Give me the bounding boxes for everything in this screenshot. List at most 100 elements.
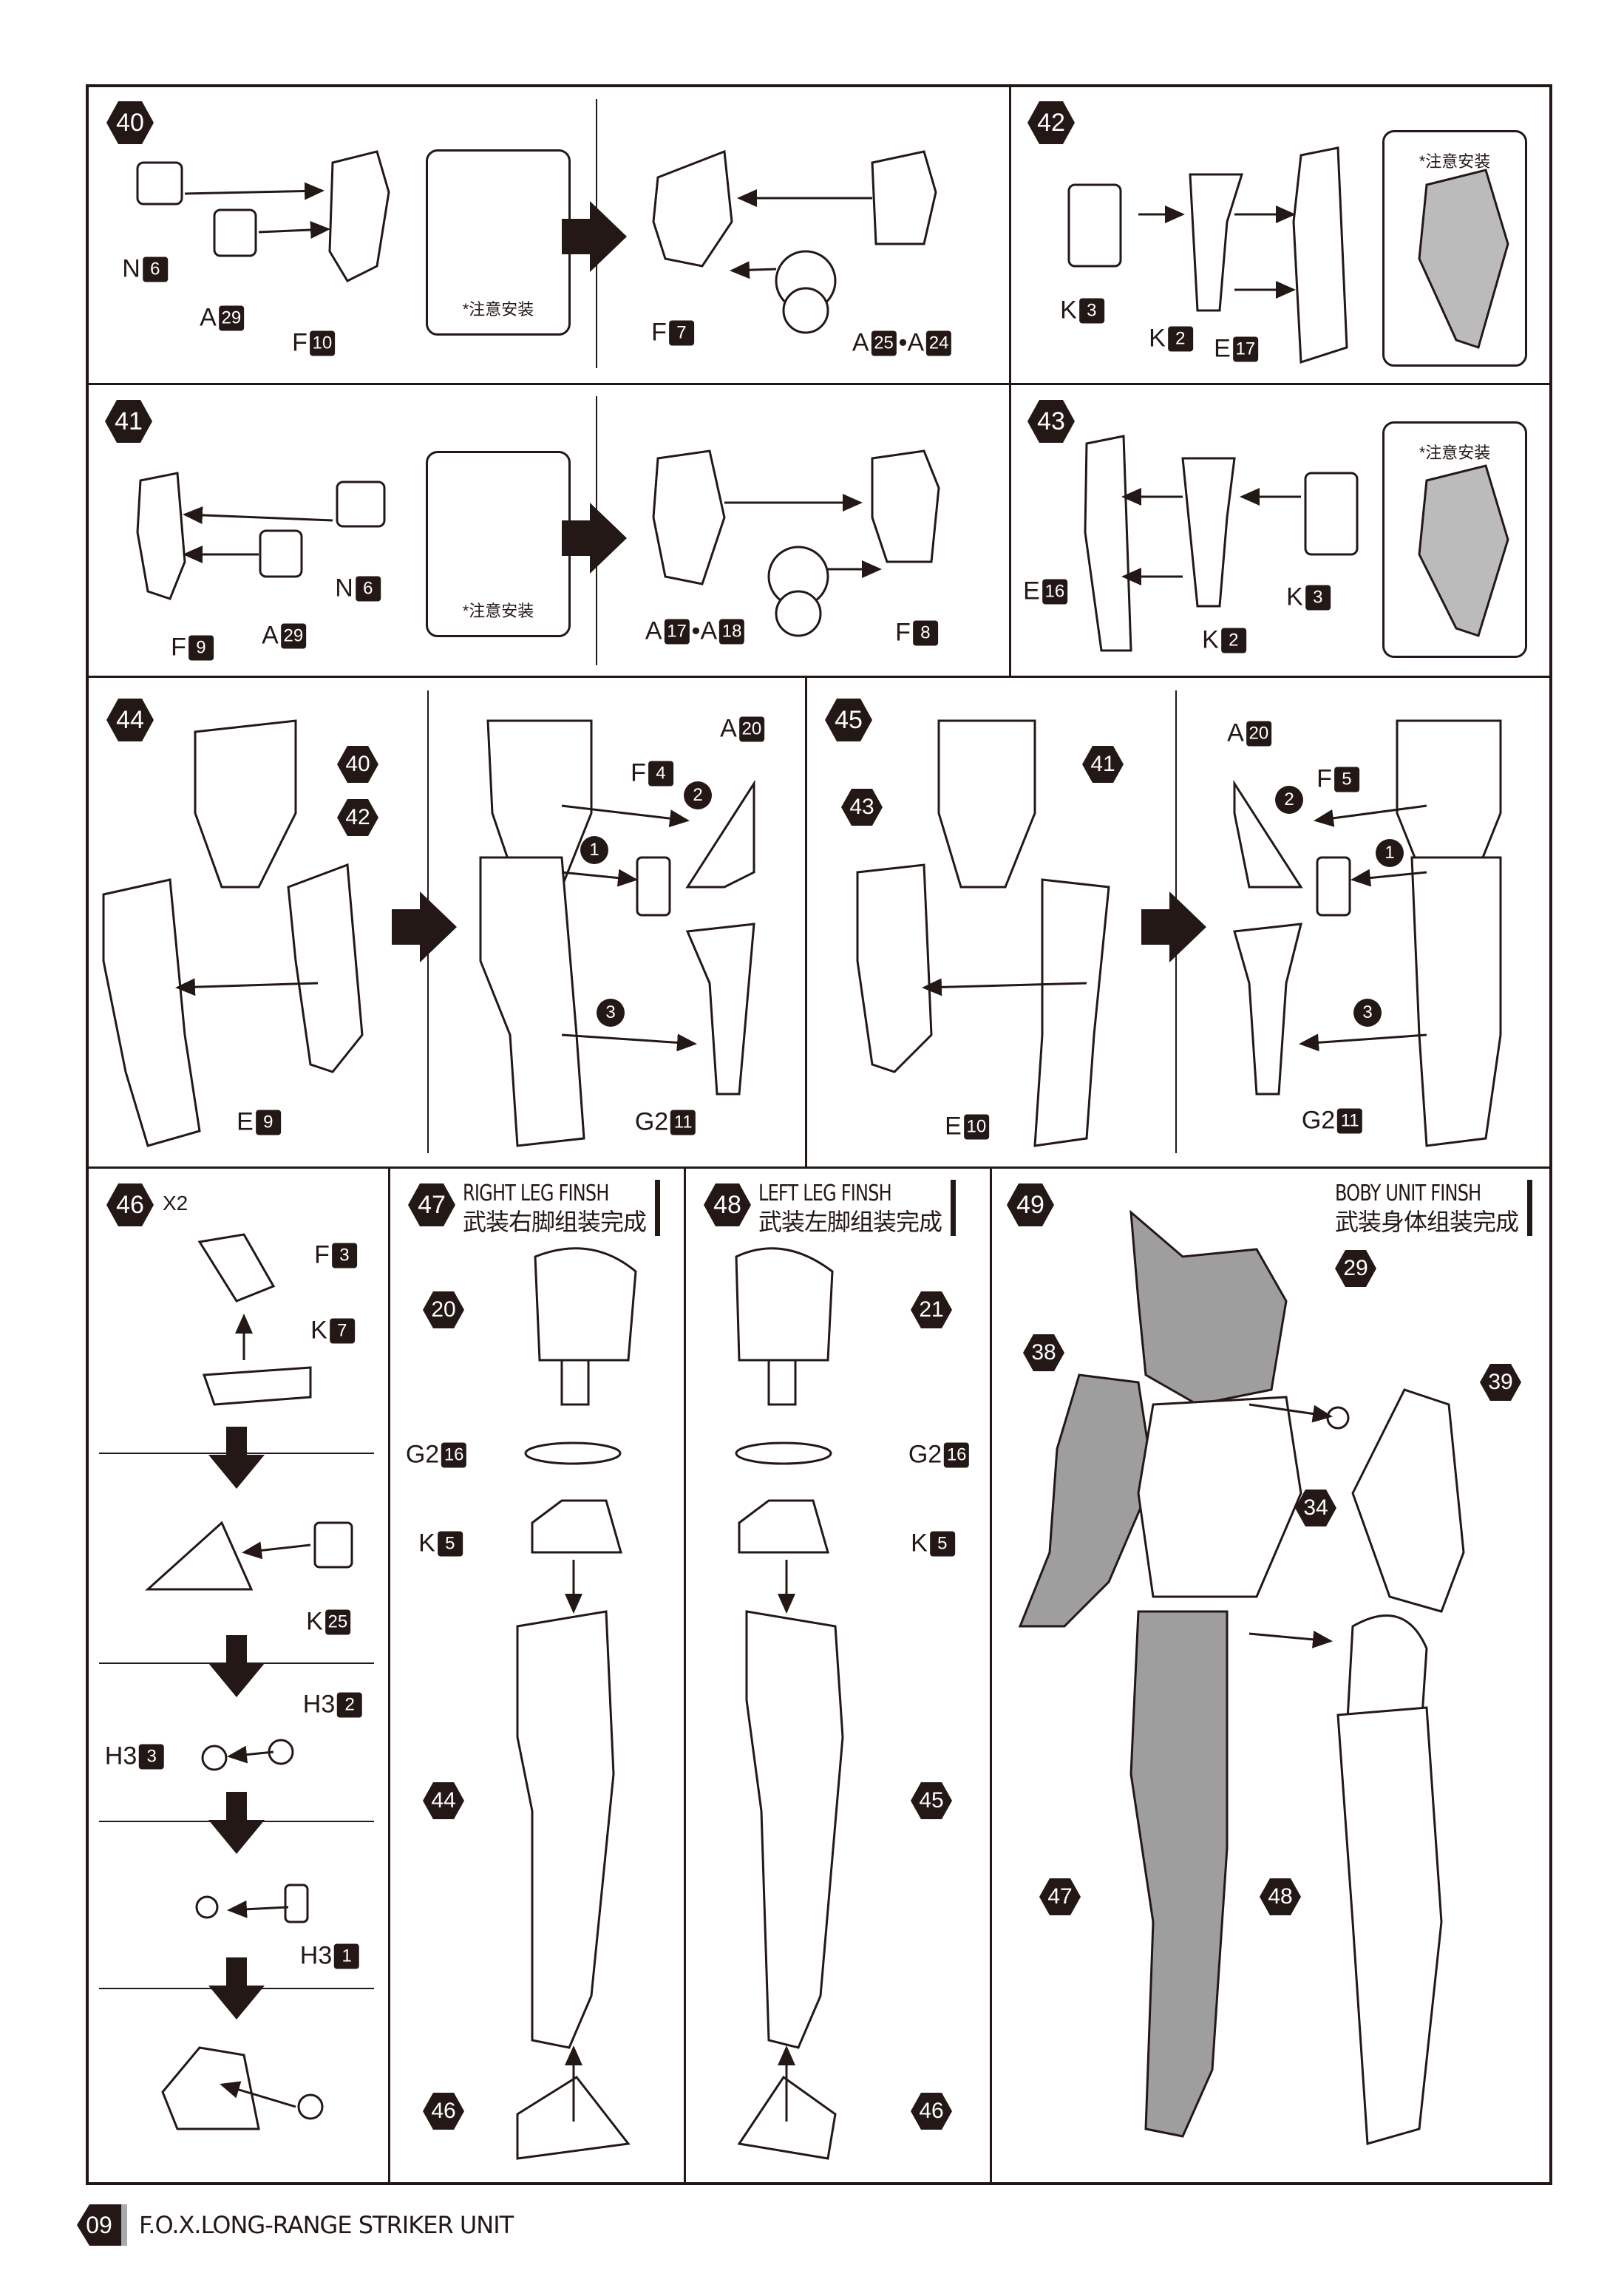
page-number: 09 xyxy=(77,2204,127,2246)
runner-letter: F xyxy=(314,1240,330,1269)
step-title: BOBY UNIT FINSH 武装身体组装完成 xyxy=(1335,1180,1533,1236)
divider xyxy=(388,1168,390,2185)
part-number: 16 xyxy=(944,1442,970,1467)
runner-letter: E xyxy=(1023,577,1040,605)
part-number: 6 xyxy=(142,257,168,282)
order-circle: 3 xyxy=(1353,999,1382,1027)
runner-letter: A xyxy=(852,328,869,357)
part-number: 1 xyxy=(334,1943,360,1969)
part-number: 9 xyxy=(188,635,214,660)
runner-letter: K xyxy=(1149,324,1166,353)
ref-step-badge: 21 xyxy=(911,1291,952,1328)
divider xyxy=(86,1166,1552,1169)
runner-letter: A xyxy=(200,303,217,332)
part-number: 8 xyxy=(912,620,938,645)
part-number: 6 xyxy=(355,576,381,601)
part-number: 18 xyxy=(719,619,745,644)
divider xyxy=(990,1168,992,2185)
part-number: 16 xyxy=(441,1442,467,1467)
runner-letter: G2 xyxy=(405,1440,440,1469)
runner-letter: F xyxy=(651,318,667,347)
order-circle: 3 xyxy=(597,999,625,1027)
part-number: 25 xyxy=(871,330,897,356)
divider xyxy=(86,383,1552,385)
runner-letter: A xyxy=(262,621,279,650)
part-number: 2 xyxy=(337,1692,363,1717)
part-number: 20 xyxy=(1246,721,1271,746)
part-number: 11 xyxy=(1337,1108,1363,1133)
order-circle: 2 xyxy=(684,781,712,809)
divider xyxy=(86,676,1552,678)
part-number: 4 xyxy=(648,761,673,786)
order-circle: 1 xyxy=(580,836,608,864)
runner-letter: K xyxy=(310,1316,327,1345)
runner-letter: •A xyxy=(898,328,925,357)
part-number: 7 xyxy=(668,320,694,345)
step46-separators xyxy=(99,1453,374,1989)
runner-letter: F xyxy=(1316,764,1332,793)
part-number: 17 xyxy=(1232,336,1258,361)
runner-letter: K xyxy=(418,1529,435,1558)
divider xyxy=(805,676,807,1168)
runner-letter: A xyxy=(645,617,662,645)
part-number: 20 xyxy=(738,716,764,741)
ref-step-badge: 38 xyxy=(1023,1334,1064,1371)
part-number: 3 xyxy=(1305,585,1331,610)
runner-letter: N xyxy=(122,254,140,283)
order-circle: 1 xyxy=(1376,839,1404,867)
runner-letter: K xyxy=(1286,583,1303,611)
note-text: *注意安装 xyxy=(1419,444,1491,462)
runner-letter: H3 xyxy=(104,1742,137,1770)
step-badge: 40 xyxy=(106,101,154,144)
ref-step-badge: 41 xyxy=(1082,746,1124,783)
part-number: 29 xyxy=(218,305,244,330)
runner-letter: G2 xyxy=(634,1107,669,1136)
quantity-multiplier: X2 xyxy=(163,1192,188,1215)
footer-title: F.O.X.LONG-RANGE STRIKER UNIT xyxy=(139,2211,514,2239)
ref-step-badge: 29 xyxy=(1335,1250,1376,1287)
ref-step-badge: 42 xyxy=(337,799,378,836)
note-text: *注意安装 xyxy=(462,300,534,319)
part-number: 9 xyxy=(255,1110,281,1135)
footer: 09 F.O.X.LONG-RANGE STRIKER UNIT xyxy=(77,2204,514,2246)
part-number: 3 xyxy=(1078,298,1104,323)
title-en: LEFT LEG FINSH xyxy=(758,1181,892,1206)
title-en: BOBY UNIT FINSH xyxy=(1335,1181,1481,1206)
title-cn: 武装身体组装完成 xyxy=(1335,1209,1519,1235)
runner-letter: K xyxy=(911,1529,928,1558)
runner-letter: F xyxy=(171,633,186,662)
runner-letter: G2 xyxy=(908,1440,942,1469)
part-number: 25 xyxy=(325,1609,350,1634)
part-number: 5 xyxy=(437,1531,463,1556)
runner-letter: K xyxy=(1060,296,1077,325)
part-number: 2 xyxy=(1167,326,1193,351)
divider xyxy=(684,1168,686,2185)
runner-letter: F xyxy=(631,758,646,787)
runner-letter: A xyxy=(1227,719,1244,747)
order-circle: 2 xyxy=(1275,786,1303,814)
install-note-box: *注意安装 xyxy=(1382,421,1527,658)
part-number: 3 xyxy=(139,1744,165,1769)
part-number: 10 xyxy=(309,330,335,356)
